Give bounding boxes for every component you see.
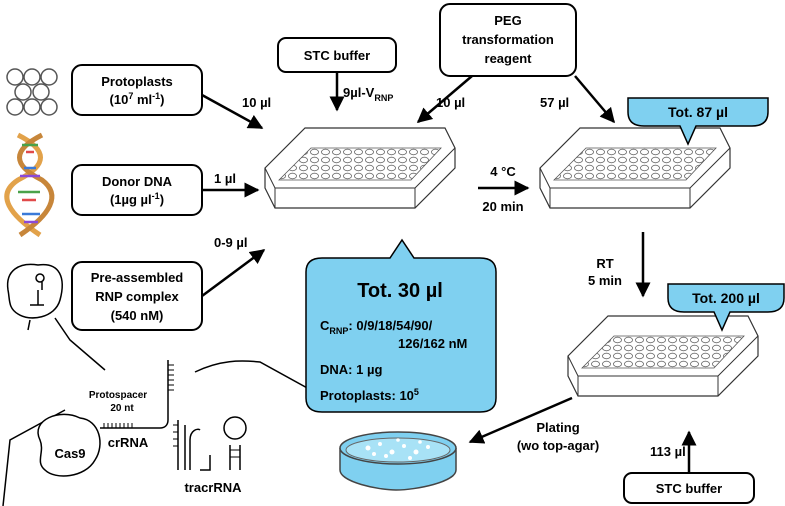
peg-line3: reagent: [485, 51, 533, 66]
total-87-callout: Tot. 87 µl: [627, 97, 769, 146]
protospacer-label: Protospacer: [89, 390, 147, 401]
vol-protoplasts: 10 µl: [242, 95, 271, 110]
rnp-line1: Pre-assembled: [91, 270, 184, 285]
peg-line1: PEG: [494, 13, 521, 28]
vol-stc-bottom: 113 µl: [650, 444, 686, 459]
arrow-protoplasts: [201, 93, 264, 130]
donor-dna-concentration: (1µg µl-1): [110, 191, 164, 207]
stc-buffer-top-label: STC buffer: [304, 48, 370, 63]
crnp-line2: 126/162 nM: [398, 336, 467, 351]
protoplast-amount: Protoplasts: 105: [320, 387, 419, 403]
plating-label: Plating: [536, 420, 579, 435]
rt-label: RT: [596, 256, 613, 271]
total-87-label: Tot. 87 µl: [668, 104, 728, 120]
total-200-callout: Tot. 200 µl: [667, 283, 785, 332]
total-30-label: Tot. 30 µl: [357, 280, 443, 302]
protoplasts-box: Protoplasts (107 ml-1): [71, 64, 203, 116]
vol-peg-right: 57 µl: [540, 95, 569, 110]
rnp-line2: RNP complex: [95, 289, 179, 304]
dna-helix-icon: [4, 132, 55, 238]
plating-sub: (wo top-agar): [517, 438, 599, 453]
cas9-icon: [37, 413, 101, 477]
plate-2-icon: [539, 127, 731, 209]
rt-time: 5 min: [588, 273, 622, 288]
vol-donor: 1 µl: [214, 171, 236, 186]
rnp-complex-icon: [6, 263, 63, 319]
arrow-peg-left: [416, 75, 473, 123]
petri-dish-icon: [339, 431, 457, 491]
peg-line2: transformation: [462, 32, 554, 47]
stc-buffer-top-box: STC buffer: [277, 37, 397, 73]
incubate-time: 20 min: [482, 199, 523, 214]
tracrrna-icon: [173, 416, 247, 471]
vol-stc: 9µl-VRNP: [343, 85, 393, 103]
stc-buffer-bottom-box: STC buffer: [623, 472, 755, 504]
dna-amount: DNA: 1 µg: [320, 362, 382, 377]
total-200-label: Tot. 200 µl: [692, 290, 760, 306]
cas9-label: Cas9: [54, 446, 85, 461]
crrna-icon: [100, 360, 174, 429]
protoplasts-icon: [6, 68, 58, 116]
crrna-label: crRNA: [108, 435, 149, 450]
rnp-line3: (540 nM): [111, 308, 164, 323]
incubate-temp: 4 °C: [490, 164, 516, 179]
stc-buffer-bottom-label: STC buffer: [656, 481, 722, 496]
arrow-plating: [468, 396, 573, 444]
plate-3-icon: [567, 315, 759, 397]
vol-peg-left: 10 µl: [436, 95, 465, 110]
tracrrna-label: tracrRNA: [184, 480, 242, 495]
donor-dna-box: Donor DNA (1µg µl-1): [71, 164, 203, 216]
rnp-box: Pre-assembled RNP complex (540 nM): [71, 261, 203, 331]
protoplasts-concentration: (107 ml-1): [110, 91, 165, 107]
protoplasts-title: Protoplasts: [101, 74, 173, 89]
crnp-line1: CRNP: 0/9/18/54/90/: [320, 318, 433, 336]
zoom-lines: [2, 317, 321, 506]
total-30-callout: Tot. 30 µl CRNP: 0/9/18/54/90/ 126/162 n…: [305, 238, 497, 413]
donor-dna-title: Donor DNA: [102, 174, 173, 189]
protospacer-nt-label: 20 nt: [110, 403, 134, 414]
peg-box: PEG transformation reagent: [439, 3, 577, 77]
arrow-rnp: [201, 248, 266, 298]
vol-rnp: 0-9 µl: [214, 235, 248, 250]
arrow-peg-right: [574, 75, 615, 124]
plate-1-icon: [264, 127, 456, 209]
